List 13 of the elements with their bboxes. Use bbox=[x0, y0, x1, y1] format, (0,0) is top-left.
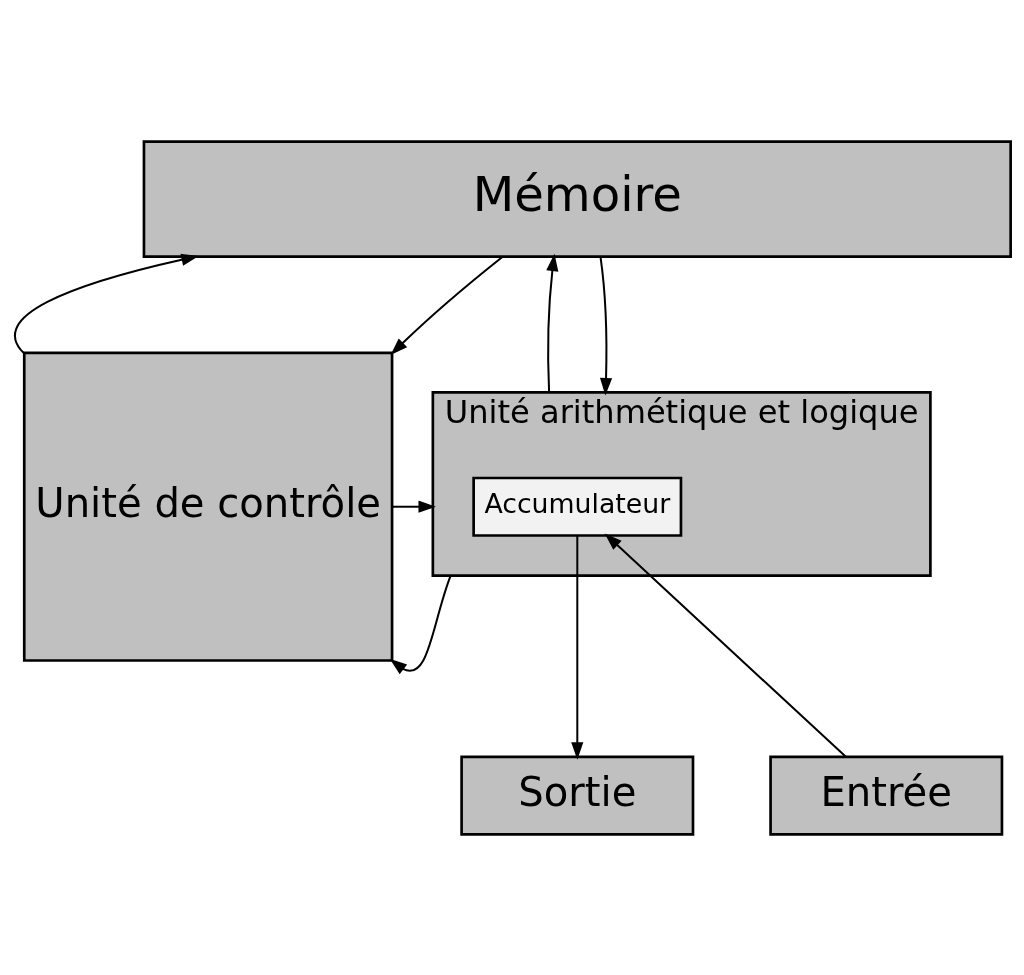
arrow bbox=[570, 535, 583, 760]
arrow bbox=[604, 532, 846, 757]
node-box: Mémoire bbox=[142, 139, 1012, 258]
arrow bbox=[598, 256, 612, 395]
node-box: Entrée bbox=[768, 755, 1003, 836]
arrow bbox=[390, 255, 503, 355]
arrow bbox=[389, 574, 452, 674]
arrow bbox=[13, 253, 199, 353]
node-box: Unité de contrôle bbox=[22, 351, 393, 662]
arrow bbox=[391, 500, 436, 513]
node-box: Sortie bbox=[459, 755, 694, 836]
node-box: Accumulateur bbox=[471, 476, 682, 537]
arrow bbox=[545, 253, 558, 392]
